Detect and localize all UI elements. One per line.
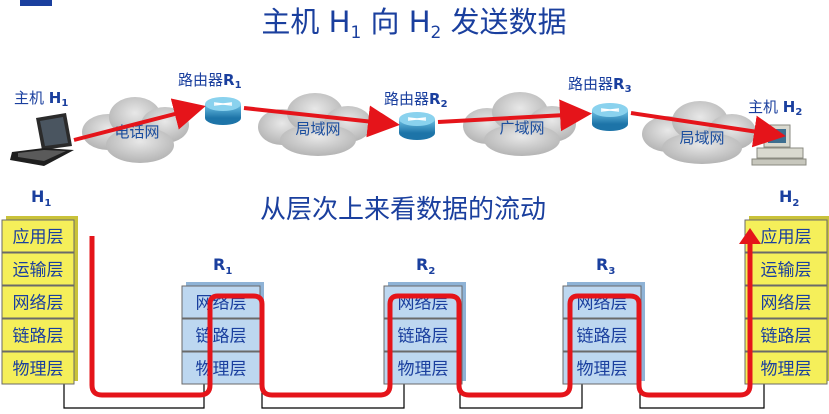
cloud-wan: 广域网 [463, 92, 576, 156]
layer-box-router3 [562, 318, 642, 352]
stack-label-sub: 1 [44, 198, 51, 209]
router2-label: 路由器R2 [384, 90, 448, 110]
layer-label-router3: 链路层 [577, 327, 628, 347]
layer-label-host2: 网络层 [761, 294, 812, 314]
stack-label-bold: H [779, 187, 792, 206]
cloud-label: 局域网 [295, 120, 340, 138]
stack-label-r2: R2 [416, 255, 435, 277]
flow-arrow [437, 99, 592, 132]
router-icon [399, 112, 435, 140]
layer-label-host1: 运输层 [13, 261, 64, 281]
host2-label-bold: H [783, 98, 796, 116]
router-label-sub: 1 [235, 80, 242, 91]
layer-label-router2: 物理层 [398, 360, 449, 380]
layer-label-router1: 物理层 [196, 360, 247, 380]
physical-link [639, 384, 765, 409]
layer-box-router1 [181, 318, 261, 352]
layer-label-host2: 物理层 [761, 360, 812, 380]
top-flow-arrows [73, 98, 786, 148]
flow-arrow [73, 98, 206, 142]
layer-stacks: 应用层运输层网络层链路层物理层应用层运输层网络层链路层物理层网络层链路层物理层网… [1, 216, 829, 385]
host1-label: 主机 H1 [14, 89, 68, 109]
router-label-bold: R [613, 75, 625, 93]
router3-label: 路由器R3 [568, 75, 632, 95]
stack-label-sub: 1 [225, 266, 232, 277]
cloud-lan-2: 局域网 [642, 101, 756, 164]
layer-box-host2 [744, 252, 828, 286]
router-icon [205, 97, 241, 125]
layer-box-host1 [1, 252, 75, 286]
host1-label-sub: 1 [61, 98, 68, 109]
layer-box-host2 [744, 285, 828, 319]
stack-label-bold: H [31, 187, 44, 206]
stack-label-sub: 2 [428, 266, 435, 277]
physical-link [261, 384, 405, 409]
cloud-label: 广域网 [499, 119, 544, 137]
layer-label-host2: 运输层 [761, 261, 812, 281]
stack-label-sub: 2 [792, 198, 799, 209]
layer-box-host2 [744, 318, 828, 352]
router-label-bold: R [429, 90, 441, 108]
router1-label: 路由器R1 [178, 71, 242, 91]
subtitle: 从层次上来看数据的流动 [260, 195, 546, 225]
layer-label-router2: 链路层 [398, 327, 449, 347]
title-middle: 向 H [361, 5, 430, 39]
layer-label-host1: 应用层 [13, 228, 64, 248]
host2-label: 主机 H2 [748, 98, 802, 118]
physical-link [459, 384, 583, 409]
layer-box-router1 [181, 351, 261, 385]
host2-label-text: 主机 [748, 98, 783, 116]
flow-arrow [630, 111, 786, 148]
layer-label-router1: 链路层 [196, 327, 247, 347]
layer-box-host1 [1, 351, 75, 385]
stack-label-bold: R [213, 255, 225, 274]
layer-box-host2 [744, 351, 828, 385]
layer-box-host2 [744, 219, 828, 253]
router-icon [592, 103, 628, 131]
router-label-sub: 3 [625, 84, 632, 95]
title-suffix: 发送数据 [441, 5, 566, 39]
layer-box-host1 [1, 318, 75, 352]
layer-label-host1: 物理层 [13, 360, 64, 380]
host2-label-sub: 2 [795, 107, 802, 118]
stack-label-h1: H1 [31, 187, 51, 209]
layer-label-host1: 网络层 [13, 294, 64, 314]
layer-box-router2 [383, 285, 463, 319]
router-label-text: 路由器 [384, 90, 429, 108]
router-label-text: 路由器 [568, 75, 613, 93]
cloud-phone-network: 电话网 [82, 97, 189, 163]
page-title: 主机 H1 向 H2 发送数据 [261, 5, 566, 43]
host1-label-bold: H [49, 89, 62, 107]
stack-label-sub: 3 [608, 266, 615, 277]
layer-label-router3: 物理层 [577, 360, 628, 380]
layer-box-host1 [1, 285, 75, 319]
host1-label-text: 主机 [14, 89, 49, 107]
stack-label-bold: R [416, 255, 428, 274]
layer-label-host1: 链路层 [13, 327, 64, 347]
corner-decoration [20, 0, 52, 6]
laptop-icon [10, 113, 74, 166]
stack-label-r3: R3 [596, 255, 615, 277]
data-flow-path [89, 236, 753, 398]
router-label-sub: 2 [441, 99, 448, 110]
layer-box-router2 [383, 318, 463, 352]
layer-box-router3 [562, 285, 642, 319]
flow-arrow [243, 105, 400, 138]
title-sub2: 2 [431, 23, 442, 43]
stack-label-bold: R [596, 255, 608, 274]
router-label-bold: R [223, 71, 235, 89]
layer-label-host2: 应用层 [761, 228, 812, 248]
layer-box-host1 [1, 219, 75, 253]
title-prefix: 主机 H [261, 5, 350, 39]
cloud-lan-1: 局域网 [258, 93, 372, 156]
stack-label-r1: R1 [213, 255, 232, 277]
cloud-label: 局域网 [679, 129, 724, 147]
flow-arrowhead-icon [739, 228, 761, 244]
layer-box-router2 [383, 351, 463, 385]
title-sub1: 1 [350, 23, 361, 43]
router-label-text: 路由器 [178, 71, 223, 89]
layer-label-host2: 链路层 [761, 327, 812, 347]
stack-label-h2: H2 [779, 187, 799, 209]
